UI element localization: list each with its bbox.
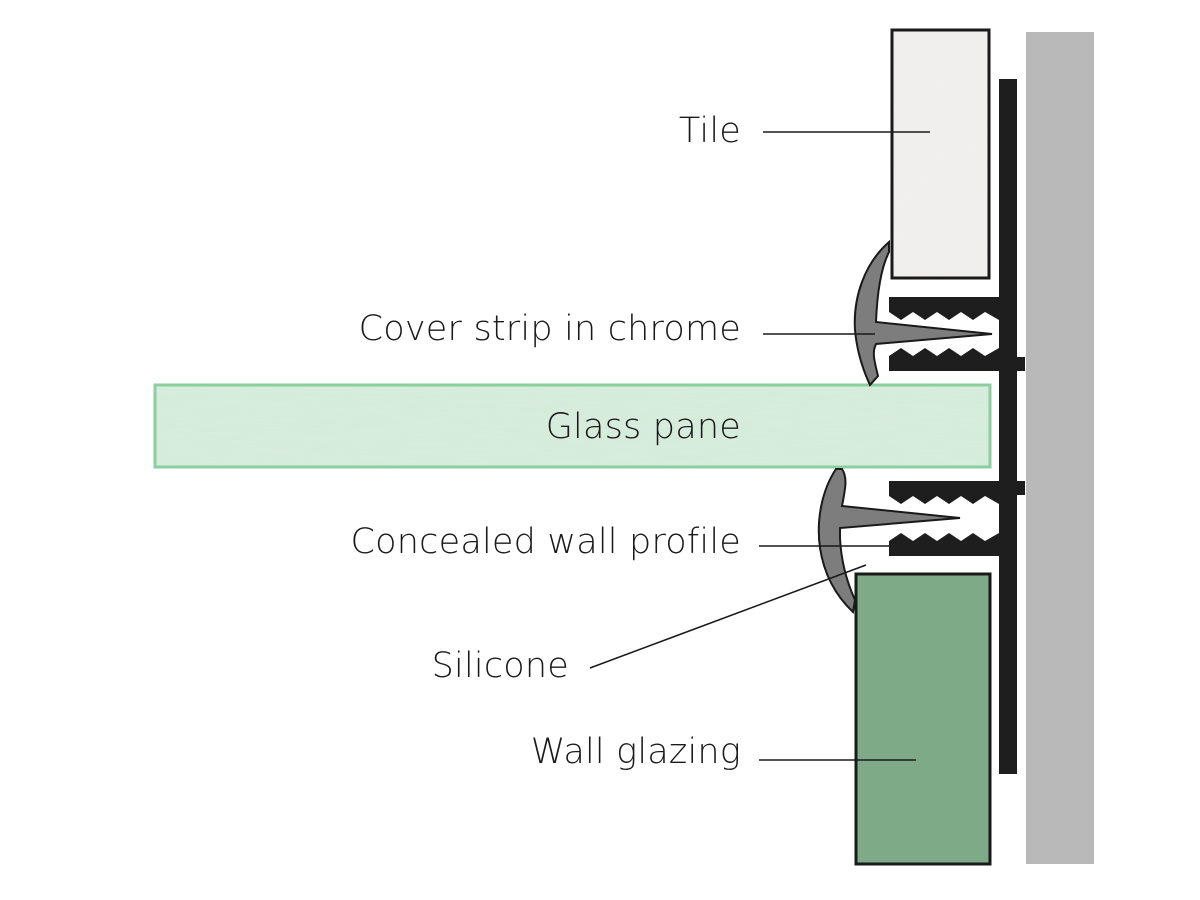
upper-clamp-teeth-top bbox=[889, 312, 999, 320]
lower-clamp-teeth-bottom bbox=[889, 533, 999, 541]
glass-pane bbox=[153, 383, 992, 469]
upper-clamp-bottom-jaw bbox=[889, 356, 1001, 371]
cover-strip-label: Cover strip in chrome bbox=[359, 309, 741, 349]
wall bbox=[1026, 32, 1094, 864]
wall-glazing-label: Wall glazing bbox=[531, 732, 741, 772]
lower-profile-clamp bbox=[889, 481, 1025, 556]
glass-pane-texture bbox=[157, 387, 988, 465]
upper-cover-strip bbox=[853, 239, 993, 387]
upper-clamp-teeth-bottom bbox=[889, 348, 999, 356]
wall-glazing bbox=[854, 572, 992, 866]
lower-cover-strip bbox=[817, 468, 961, 615]
upper-clamp-top-jaw bbox=[889, 297, 1001, 312]
tile bbox=[890, 28, 991, 280]
lower-clamp-top-jaw bbox=[889, 481, 1001, 496]
silicone-label: Silicone bbox=[432, 646, 569, 686]
glass-pane-label: Glass pane bbox=[546, 407, 741, 447]
lower-clamp-bottom-jaw bbox=[889, 541, 1001, 556]
upper-clamp-stub bbox=[1001, 357, 1025, 371]
concealed-profile-label: Concealed wall profile bbox=[351, 522, 741, 562]
tile-label: Tile bbox=[679, 111, 741, 151]
profile-back-plate bbox=[999, 79, 1017, 774]
silicone-leader bbox=[589, 564, 867, 669]
tile-texture bbox=[893, 31, 988, 277]
lower-clamp-teeth-top bbox=[889, 496, 999, 504]
lower-clamp-stub bbox=[1001, 481, 1025, 495]
